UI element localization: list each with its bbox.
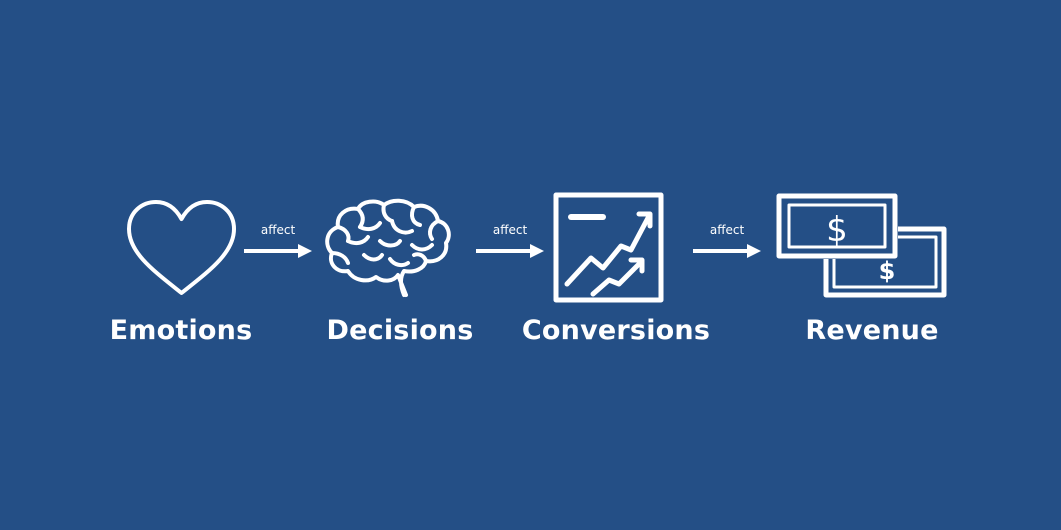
connector-arrow-2: affect <box>476 223 544 263</box>
step-label-emotions: Emotions <box>109 315 253 346</box>
step-label-decisions: Decisions <box>326 315 474 346</box>
connector-label: affect <box>709 223 745 237</box>
step-label-revenue: Revenue <box>805 315 939 346</box>
step-label-conversions: Conversions <box>521 315 711 346</box>
growth-chart-icon <box>553 192 664 303</box>
connector-label: affect <box>260 223 296 237</box>
connector-arrow-1: affect <box>244 223 312 263</box>
right-arrow-icon <box>244 244 312 258</box>
svg-text:$: $ <box>879 257 896 285</box>
heart-icon <box>124 197 239 299</box>
dollar-bills-icon: $ $ <box>776 193 948 299</box>
svg-text:$: $ <box>826 210 848 250</box>
right-arrow-icon <box>693 244 761 258</box>
right-arrow-icon <box>476 244 544 258</box>
connector-label: affect <box>492 223 528 237</box>
brain-icon <box>320 197 454 299</box>
connector-arrow-3: affect <box>693 223 761 263</box>
